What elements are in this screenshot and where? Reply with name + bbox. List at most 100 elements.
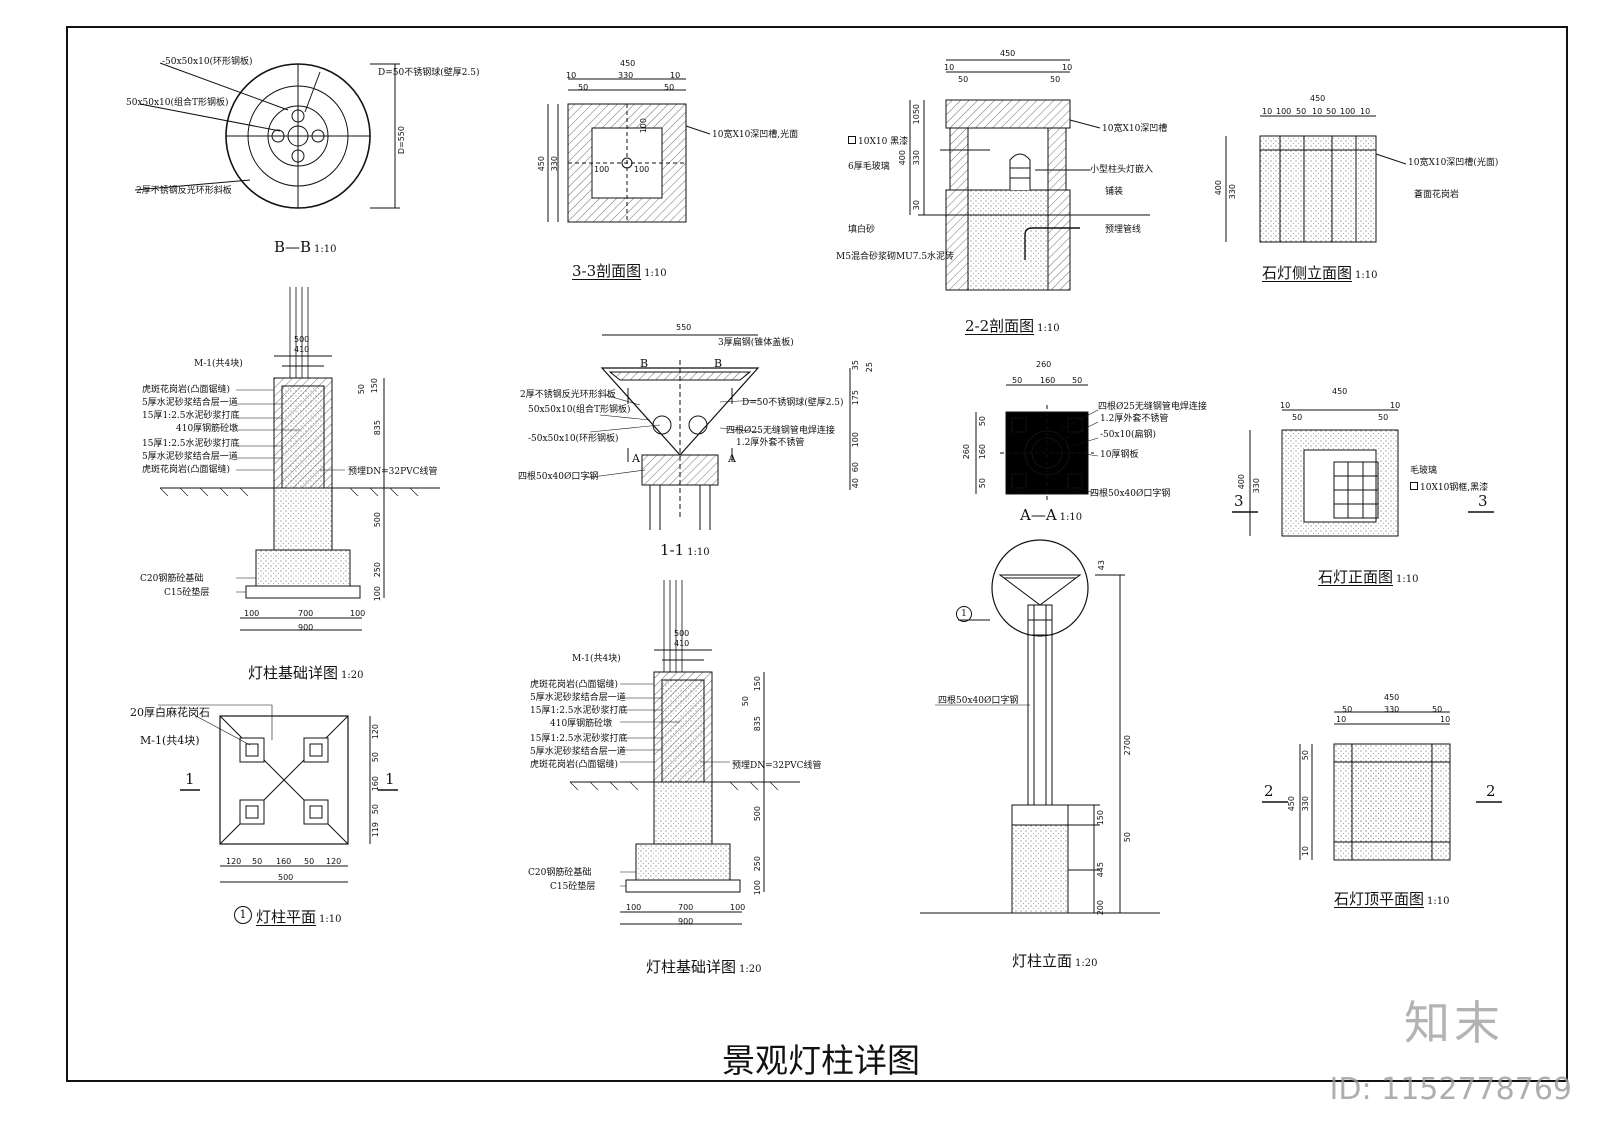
- fb-dim-left: 100: [626, 903, 642, 912]
- fa-dim-100: 100: [373, 586, 382, 602]
- s33-dim-overall: 450: [620, 59, 636, 68]
- fb-dim-50: 50: [741, 696, 750, 707]
- s11-dim-60: 60: [851, 462, 860, 473]
- s22-dim-bottom: 30: [912, 200, 921, 211]
- s11-dim-25: 25: [865, 362, 874, 373]
- plan-dim-bot-total: 500: [278, 873, 294, 882]
- s33-label-groove: 10宽X10深凹槽,光面: [712, 130, 799, 140]
- side-dim-height: 400: [1214, 180, 1223, 196]
- fa-label-granite2: 虎斑花岗岩(凸面锯缝): [142, 465, 231, 475]
- fb-dim-100: 100: [753, 880, 762, 896]
- bb-label-t-plate: 50x50x10(组合T形钢板): [126, 98, 229, 108]
- side-dim-f: 100: [1340, 107, 1356, 116]
- plan-dim-side-b: 50: [371, 752, 380, 763]
- s22-label-groove: 10宽X10深凹槽: [1102, 124, 1168, 134]
- aa-dim-side-a: 50: [978, 416, 987, 427]
- view-front: [1232, 409, 1494, 537]
- view-s11: [584, 334, 851, 530]
- side-dim-inner: 330: [1228, 184, 1237, 200]
- s22-dim-inner: 330: [912, 150, 921, 166]
- front-dim-a: 10: [1280, 401, 1291, 410]
- fa-label-mortar2: 5厚水泥砂浆结合层一道: [142, 452, 238, 462]
- elev-dim-150: 150: [1096, 810, 1105, 826]
- elev-label-steel: 四根50x40Ø口字钢: [938, 696, 1019, 706]
- plan-dim-bot-b: 50: [252, 857, 263, 866]
- bb-label-reflector: 2厚不锈钢反光环形斜板: [136, 186, 232, 196]
- view-bb: [134, 62, 400, 209]
- bb-dim-diameter: D=550: [397, 126, 406, 155]
- s22-label-paving: 铺装: [1105, 187, 1124, 197]
- aa-dim-b: 160: [1040, 376, 1056, 385]
- sheet-title: 景观灯柱详图: [722, 1041, 920, 1080]
- view-elevation: [920, 539, 1160, 914]
- plan-number-badge: 1: [234, 906, 252, 924]
- s22-label-pipe: 预埋管线: [1105, 225, 1142, 235]
- fb-label-c20: C20钢筋砼基础: [528, 868, 592, 878]
- s11-dim-35: 35: [851, 360, 860, 371]
- s11-label-tubes: 四根Ø25无缝钢管电焊连接: [726, 426, 835, 436]
- view-top: [1262, 711, 1502, 861]
- fa-label-base: 15厚1:2.5水泥砂浆打底: [142, 411, 240, 421]
- top-dim-side: 450: [1287, 796, 1296, 812]
- fa-label-granite: 虎斑花岗岩(凸面锯缝): [142, 385, 231, 395]
- side-dim-g: 10: [1360, 107, 1371, 116]
- s11-dim-100: 100: [851, 432, 860, 448]
- bb-label-ring-plate: -50x50x10(环形钢板): [162, 57, 253, 67]
- fb-dim-500b: 500: [753, 806, 762, 822]
- elev-detail-badge: 1: [956, 606, 972, 622]
- top-dim-side-inner: 330: [1301, 796, 1310, 812]
- aa-label-tubes: 四根Ø25无缝钢管电焊连接: [1098, 402, 1207, 412]
- top-cut-left: 2: [1264, 782, 1274, 800]
- fa-dim-250: 250: [373, 562, 382, 578]
- s33-dim-a: 10: [566, 71, 577, 80]
- elev-dim-200: 200: [1096, 900, 1105, 916]
- s33-dim-in-c: 100: [639, 118, 648, 134]
- side-dim-overall: 450: [1310, 94, 1326, 103]
- fb-dim-500: 500: [674, 629, 690, 638]
- top-dim-e: 10: [1440, 715, 1451, 724]
- s11-label-reflector: 2厚不锈钢反光环形斜板: [520, 390, 616, 400]
- fb-label-pvc: 预埋DN=32PVC线管: [732, 761, 822, 771]
- fa-dim-150: 150: [370, 378, 379, 394]
- s33-dim-in-b: 100: [634, 165, 650, 174]
- fb-dim-right: 100: [730, 903, 746, 912]
- front-dim-c: 50: [1378, 413, 1389, 422]
- fa-dim-835: 835: [373, 420, 382, 436]
- aa-dim-side-b: 160: [978, 444, 987, 460]
- aa-dim-side-c: 50: [978, 478, 987, 489]
- aa-dim-overall: 260: [1036, 360, 1052, 369]
- s11-label-sleeve: 1.2厚外套不锈管: [736, 438, 805, 448]
- fa-label-c15: C15砼垫层: [164, 588, 210, 598]
- s11-cut-a-left: A: [632, 452, 640, 465]
- s11-cut-b-right: B: [714, 357, 723, 370]
- s11-cut-b-left: B: [640, 357, 649, 370]
- plan-cut-left: 1: [185, 770, 195, 788]
- fb-dim-900: 900: [678, 917, 694, 926]
- s33-dim-c: 10: [670, 71, 681, 80]
- top-dim-a: 10: [1336, 715, 1347, 724]
- front-dim-height: 400: [1237, 474, 1246, 490]
- s22-dim-a: 10: [944, 63, 955, 72]
- front-dim-d: 10: [1390, 401, 1401, 410]
- fb-label-granite: 虎斑花岗岩(凸面锯缝): [530, 680, 619, 690]
- aa-dim-c: 50: [1072, 376, 1083, 385]
- fa-label-mortar: 5厚水泥砂浆结合层一道: [142, 398, 238, 408]
- s33-dim-b: 50: [578, 83, 589, 92]
- side-dim-d: 10: [1312, 107, 1323, 116]
- s22-label-sand: 填白砂: [848, 225, 876, 235]
- s33-dim-inner: 330: [618, 71, 634, 80]
- s11-dim-40: 40: [851, 478, 860, 489]
- fb-label-base: 15厚1:2.5水泥砂浆打底: [530, 706, 628, 716]
- s11-cut-a-right: A: [728, 452, 736, 465]
- aa-label-steel: 四根50x40Ø口字钢: [1090, 489, 1171, 499]
- plan-dim-bot-d: 50: [304, 857, 315, 866]
- s22-label-black: 10X10 黑漆: [848, 136, 908, 147]
- aa-dim-side: 260: [962, 444, 971, 460]
- top-dim-b: 50: [1342, 705, 1353, 714]
